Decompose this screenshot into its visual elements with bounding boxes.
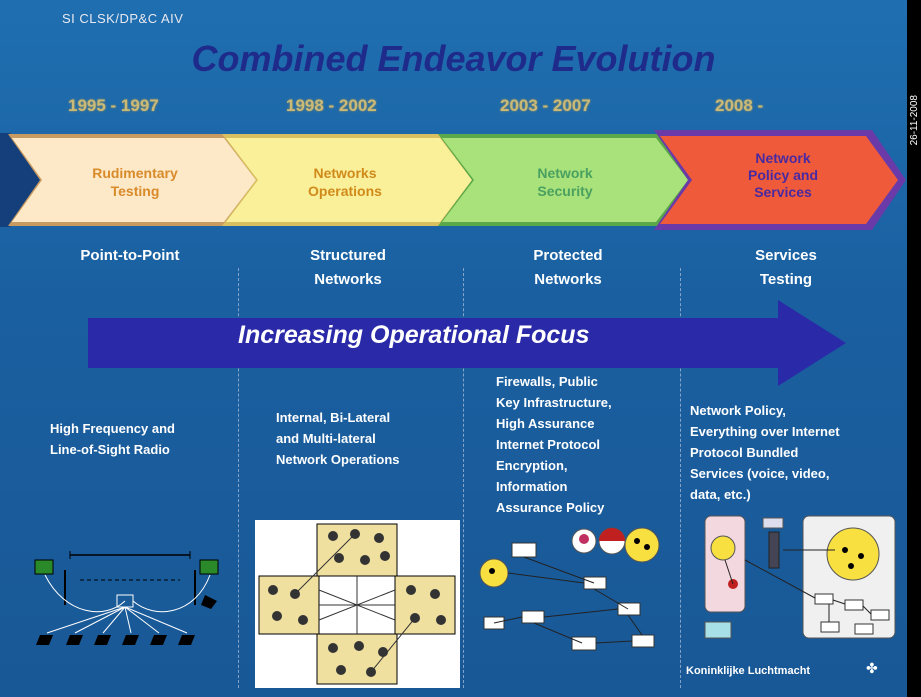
caption-phase-4: Services Testing: [696, 244, 876, 292]
radio-network-diagram: [34, 551, 219, 645]
description-phase-2-text: Internal, Bi-Lateral and Multi-lateral N…: [276, 410, 400, 467]
side-strip: [907, 0, 921, 697]
description-phase-4-text: Network Policy, Everything over Internet…: [690, 403, 840, 502]
year-label-2: 1998 - 2002: [286, 96, 377, 115]
phase-label-1: Rudimentary Testing: [60, 164, 210, 200]
caption-phase-2: Structured Networks: [258, 244, 438, 292]
caption-phase-4-text: Services Testing: [755, 247, 817, 288]
phase-label-2: Networks Operations: [270, 164, 420, 200]
description-phase-2: Internal, Bi-Lateral and Multi-lateral N…: [276, 407, 461, 470]
caption-phase-3: Protected Networks: [478, 244, 658, 292]
phase-label-4: Network Policy and Services: [708, 150, 858, 201]
caption-phase-1-text: Point-to-Point: [80, 247, 180, 264]
description-phase-4: Network Policy, Everything over Internet…: [690, 400, 905, 505]
divider-2: [463, 268, 464, 688]
phase-label-3-text: Network Security: [537, 165, 593, 199]
divider-3: [680, 268, 681, 688]
structured-network-diagram: [255, 520, 460, 688]
year-label-1: 1995 - 1997: [68, 96, 159, 115]
phase-label-2-text: Networks Operations: [308, 165, 382, 199]
description-phase-1: High Frequency and Line-of-Sight Radio: [50, 418, 235, 460]
description-phase-1-text: High Frequency and Line-of-Sight Radio: [50, 421, 175, 457]
brand-logo-icon: ✤: [866, 660, 878, 676]
timeline-chevrons: [0, 130, 906, 230]
phase-label-1-text: Rudimentary Testing: [92, 165, 178, 199]
services-network-diagram: [704, 515, 896, 639]
phase-label-3: Network Security: [490, 164, 640, 200]
caption-phase-3-text: Protected Networks: [533, 247, 603, 288]
page-title: Combined Endeavor Evolution: [191, 38, 716, 79]
side-date: 26-11-2008: [909, 95, 920, 146]
year-label-4: 2008 -: [715, 96, 764, 115]
footer-brand: Koninklijke Luchtmacht: [686, 665, 811, 677]
protected-network-diagram: [479, 527, 660, 651]
caption-phase-1: Point-to-Point: [40, 244, 220, 268]
phase-label-4-text: Network Policy and Services: [747, 150, 819, 200]
divider-1: [238, 268, 239, 688]
org-code: SI CLSK/DP&C AIV: [62, 11, 184, 26]
description-phase-3-text: Firewalls, Public Key Infrastructure, Hi…: [496, 374, 612, 515]
focus-arrow-label: Increasing Operational Focus: [238, 321, 590, 349]
focus-arrow: [88, 300, 846, 386]
caption-phase-2-text: Structured Networks: [310, 247, 386, 288]
description-phase-3: Firewalls, Public Key Infrastructure, Hi…: [496, 371, 671, 518]
year-label-3: 2003 - 2007: [500, 96, 591, 115]
